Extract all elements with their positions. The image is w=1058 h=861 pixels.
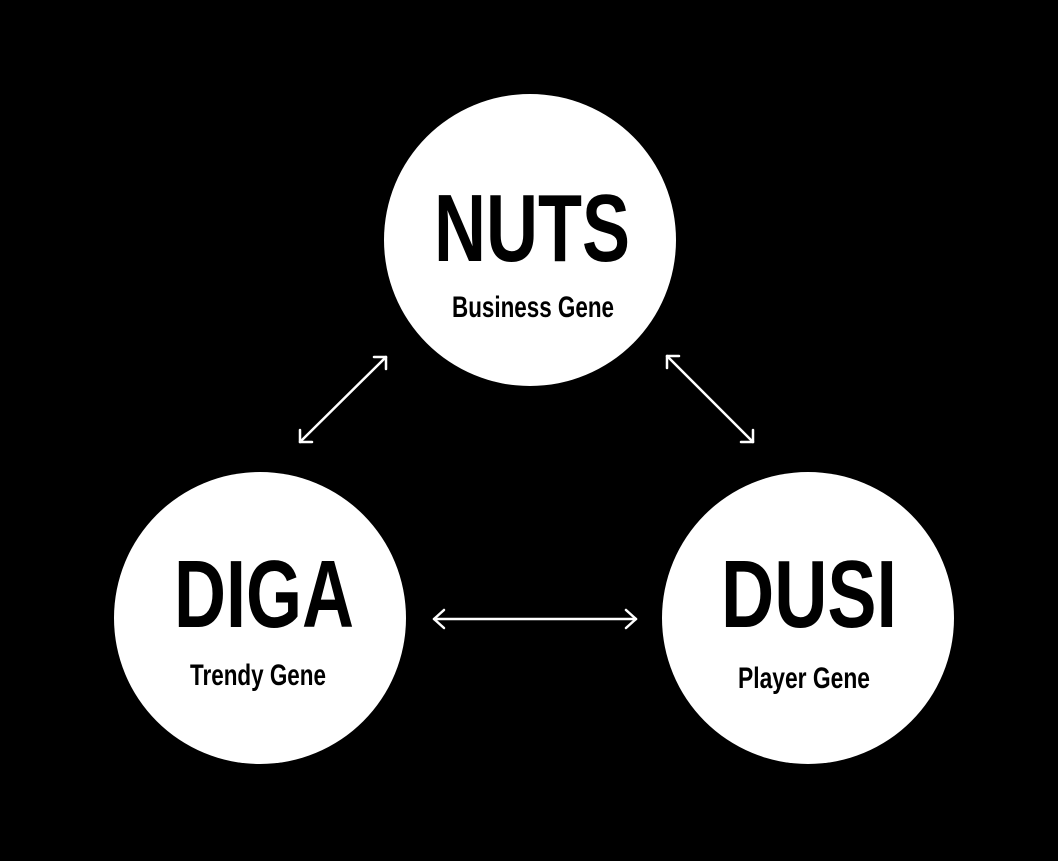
edge-nuts-diga [298,355,388,444]
node-diga-circle [114,472,406,764]
edge-nuts-dusi [665,354,755,444]
edge-nuts-diga-arrowhead-diga [298,428,314,444]
connectors [298,354,755,630]
node-nuts-subtitle: Business Gene [452,291,614,324]
node-dusi-title: DUSI [721,541,897,648]
node-diga-title: DIGA [174,541,354,648]
edge-nuts-dusi-arrowhead-dusi [739,428,755,444]
edge-diga-dusi [432,608,638,630]
node-nuts-circle [384,94,676,386]
edge-diga-dusi-arrowhead-diga [432,608,446,630]
node-dusi: DUSI Player Gene [662,472,954,764]
edge-nuts-dusi-line [665,354,755,444]
node-nuts-title: NUTS [434,175,630,282]
node-diga: DIGA Trendy Gene [114,472,406,764]
edge-diga-dusi-arrowhead-dusi [624,608,638,630]
node-nuts: NUTS Business Gene [384,94,676,386]
node-dusi-circle [662,472,954,764]
edge-nuts-dusi-arrowhead-nuts [665,354,681,370]
edge-nuts-diga-arrowhead-nuts [372,355,388,371]
node-diga-subtitle: Trendy Gene [190,659,326,692]
node-dusi-subtitle: Player Gene [738,662,870,695]
edge-nuts-diga-line [298,355,388,444]
